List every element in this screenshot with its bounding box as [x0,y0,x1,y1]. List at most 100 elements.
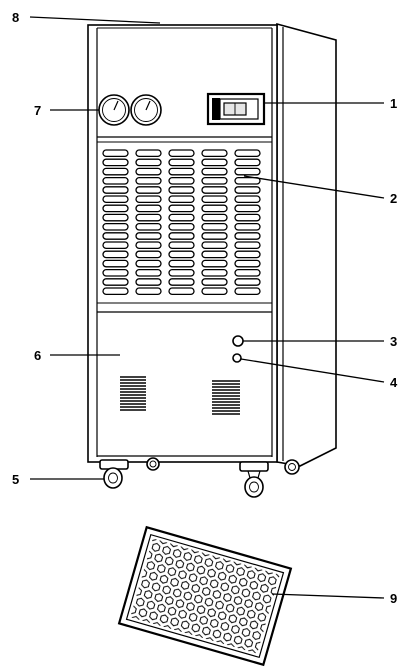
gauges [98,94,162,126]
grille-slot [168,204,195,213]
grille-slot [102,195,129,204]
grille-slot [234,250,261,259]
grille-slot [102,213,129,222]
grille-slot [102,241,129,250]
callout-label-7: 7 [34,103,41,118]
callout-label-6: 6 [34,348,41,363]
grille-slot [168,149,195,158]
callout-line-4 [240,358,385,383]
grille-slot [135,213,162,222]
caster-rear-left [146,457,160,471]
grille-slot [234,186,261,194]
indicator-button-lower [232,353,242,363]
grille-slot [168,158,195,167]
grille-slot [102,232,129,240]
caster-front-left [99,459,129,489]
grille-slot [201,287,228,296]
grille-slot [102,176,129,185]
grille-slot [234,278,261,286]
grille-slot [201,241,228,250]
gauge-needle [113,100,119,111]
grille-slot [135,167,162,176]
grille-slot [234,268,261,277]
grille-slot [234,287,261,296]
grille-slot [201,176,228,185]
grille-slot [234,158,261,167]
grille-slot [201,167,228,176]
grille-slot [102,278,129,286]
grille-slot [201,278,228,286]
grille-slot [168,186,195,194]
side-panel [276,22,337,467]
callout-line-2 [243,175,385,199]
control-display [206,92,266,126]
callout-label-8: 8 [12,10,19,25]
grille-slot [234,167,261,176]
callout-label-9: 9 [390,591,397,606]
grille-slot [135,232,162,240]
grille-slot [135,204,162,213]
grille-slot [168,241,195,250]
gauge-right [130,94,162,126]
grille-slot [234,204,261,213]
grille-slot [234,149,261,158]
caster-rear-right [284,459,300,475]
vent-left [120,376,146,411]
casters [99,457,300,498]
grille-slot [168,250,195,259]
callout-label-3: 3 [390,334,397,349]
grille-slot [201,222,228,231]
filter-hex-mesh [130,538,280,654]
grille-slot [201,149,228,158]
callout-line-9 [271,593,385,599]
callout-label-4: 4 [390,375,398,390]
vent-right [212,380,240,415]
grille-slot [168,268,195,277]
air-filter [117,525,293,667]
callout-label-5: 5 [12,472,19,487]
grille-slot [102,287,129,296]
grille-slot [201,250,228,259]
indicator-button-upper [232,335,244,347]
grille-slot [102,149,129,158]
grille-slot [201,259,228,268]
grille-slot [102,222,129,231]
callout-line-8 [29,16,161,24]
grille-slot [135,195,162,204]
grille-slot [201,195,228,204]
grille-slot [135,176,162,185]
air-grille [102,149,261,296]
grille-slot [102,158,129,167]
grille-slot [168,278,195,286]
caster-front-right [239,461,269,498]
grille-slot [201,268,228,277]
gauge-left [98,94,130,126]
grille-slot [135,222,162,231]
grille-slot [135,149,162,158]
grille-slot [201,213,228,222]
grille-slot [102,204,129,213]
grille-slot [168,213,195,222]
grille-slot [135,158,162,167]
grille-slot [102,186,129,194]
callout-label-1: 1 [390,96,397,111]
grille-slot [168,287,195,296]
grille-slot [168,232,195,240]
grille-slot [168,167,195,176]
grille-slot [102,259,129,268]
grille-slot [168,259,195,268]
display-bezel [212,98,220,120]
grille-slot [135,250,162,259]
grille-slot [168,222,195,231]
grille-slot [201,186,228,194]
grille-slot [135,287,162,296]
grille-slot [201,158,228,167]
grille-slot [135,186,162,194]
grille-slot [135,268,162,277]
grille-slot [234,213,261,222]
grille-slot [234,222,261,231]
callouts: 1 2 3 4 5 6 7 8 9 [12,10,398,606]
grille-slot [201,232,228,240]
callout-label-2: 2 [390,191,397,206]
